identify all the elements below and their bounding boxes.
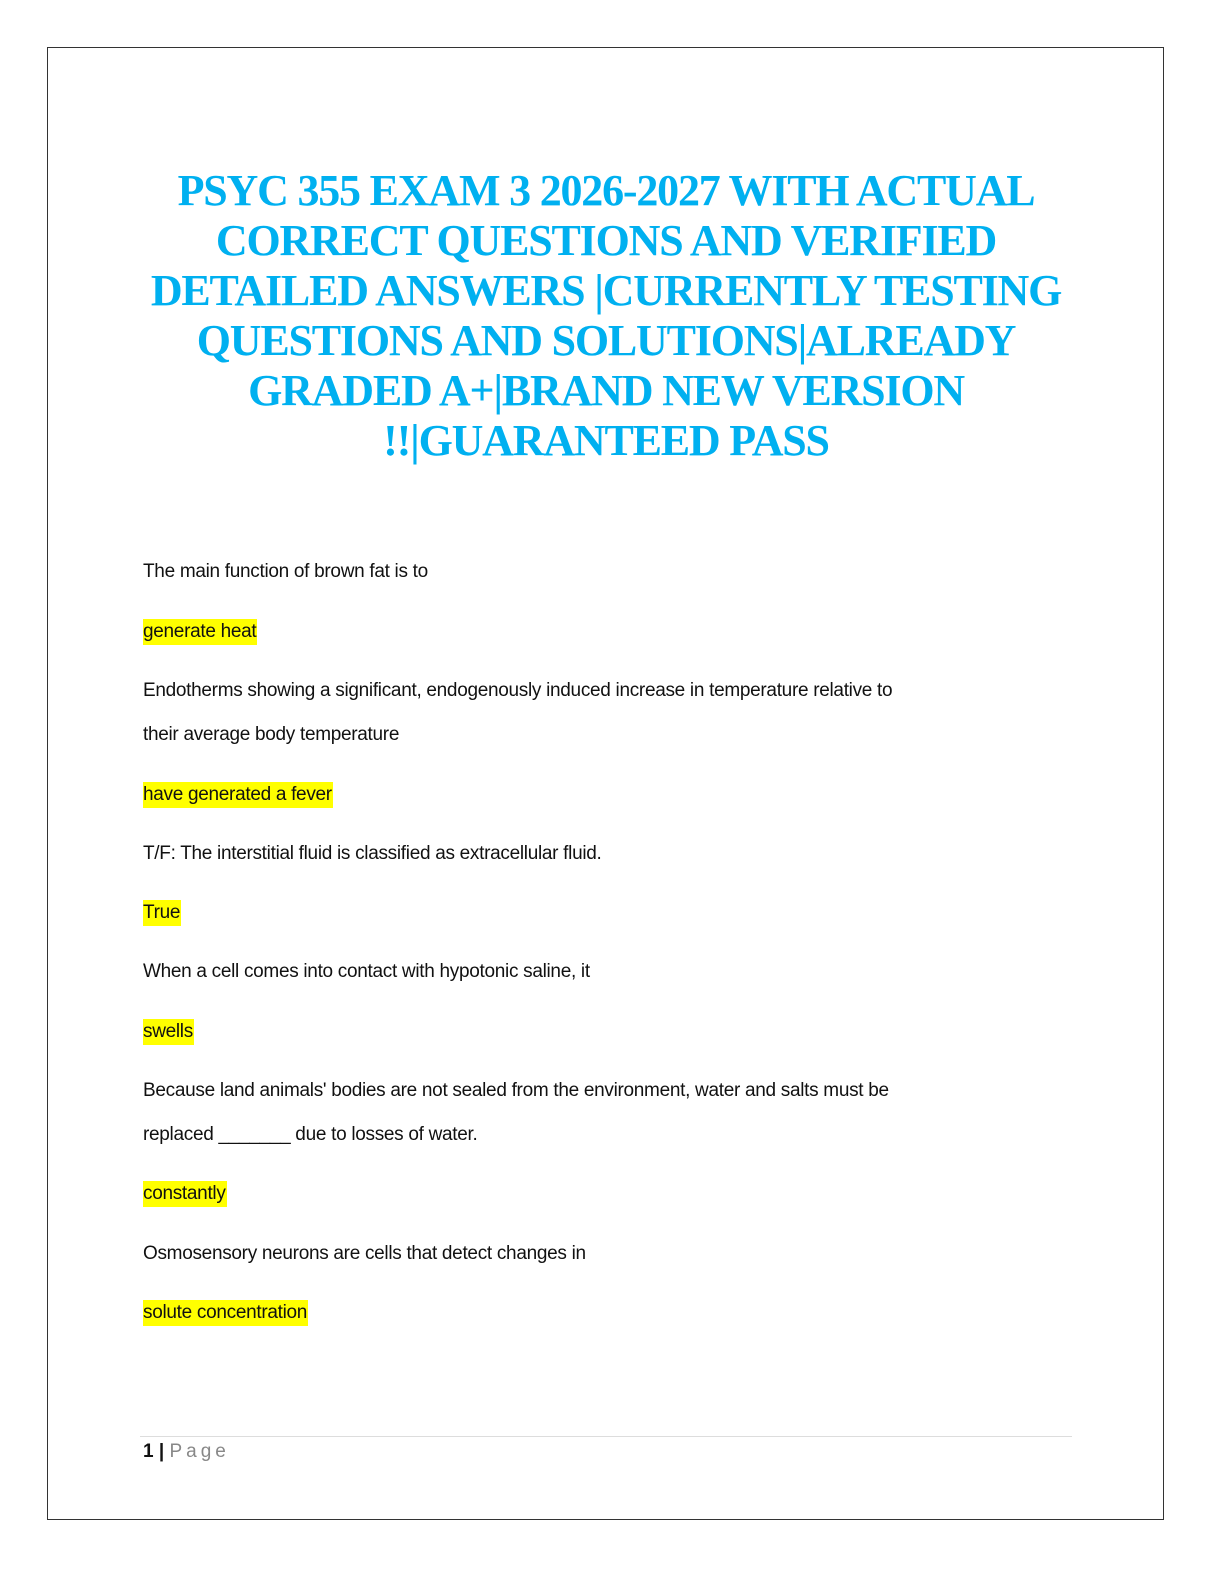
answer-highlight: have generated a fever — [143, 782, 333, 808]
answer-highlight: True — [143, 900, 182, 926]
page-footer: 1 | Page — [143, 1441, 230, 1463]
answer-highlight: generate heat — [143, 619, 258, 645]
answer-text: constantly — [143, 1172, 227, 1216]
title-line: !!|GUARANTEED PASS — [383, 416, 830, 465]
question-text: The main function of brown fat is to — [143, 561, 428, 582]
footer-divider — [140, 1436, 1072, 1437]
answer-highlight: swells — [143, 1019, 194, 1045]
title-line: DETAILED ANSWERS |CURRENTLY TESTING — [150, 266, 1063, 315]
answer-text: generate heat — [143, 610, 258, 654]
question-text: Osmosensory neurons are cells that detec… — [143, 1243, 586, 1264]
answer-highlight: constantly — [143, 1181, 227, 1207]
question-text: T/F: The interstitial fluid is classifie… — [143, 843, 602, 864]
title-line: QUESTIONS AND SOLUTIONS|ALREADY — [196, 316, 1017, 365]
page-number: 1 — [143, 1441, 154, 1462]
answer-text: True — [143, 891, 182, 935]
page-label: Page — [169, 1441, 230, 1462]
title-line: CORRECT QUESTIONS AND VERIFIED — [215, 216, 997, 265]
answer-text: solute concentration — [143, 1291, 309, 1335]
question-text: Endotherms showing a significant, endoge… — [143, 680, 893, 701]
question-text: replaced _______ due to losses of water. — [143, 1124, 478, 1145]
question-text: Because land animals' bodies are not sea… — [143, 1080, 889, 1101]
question-text: When a cell comes into contact with hypo… — [143, 961, 590, 982]
footer-separator: | — [158, 1441, 165, 1462]
answer-text: swells — [143, 1010, 194, 1054]
page-border — [47, 47, 1164, 1520]
document-title: PSYC 355 EXAM 3 2026-2027 WITH ACTUAL CO… — [100, 166, 1112, 466]
question-text: their average body temperature — [143, 724, 400, 745]
title-line: GRADED A+|BRAND NEW VERSION — [248, 366, 965, 415]
answer-highlight: solute concentration — [143, 1300, 309, 1326]
answer-text: have generated a fever — [143, 773, 333, 817]
title-line: PSYC 355 EXAM 3 2026-2027 WITH ACTUAL — [177, 166, 1036, 215]
